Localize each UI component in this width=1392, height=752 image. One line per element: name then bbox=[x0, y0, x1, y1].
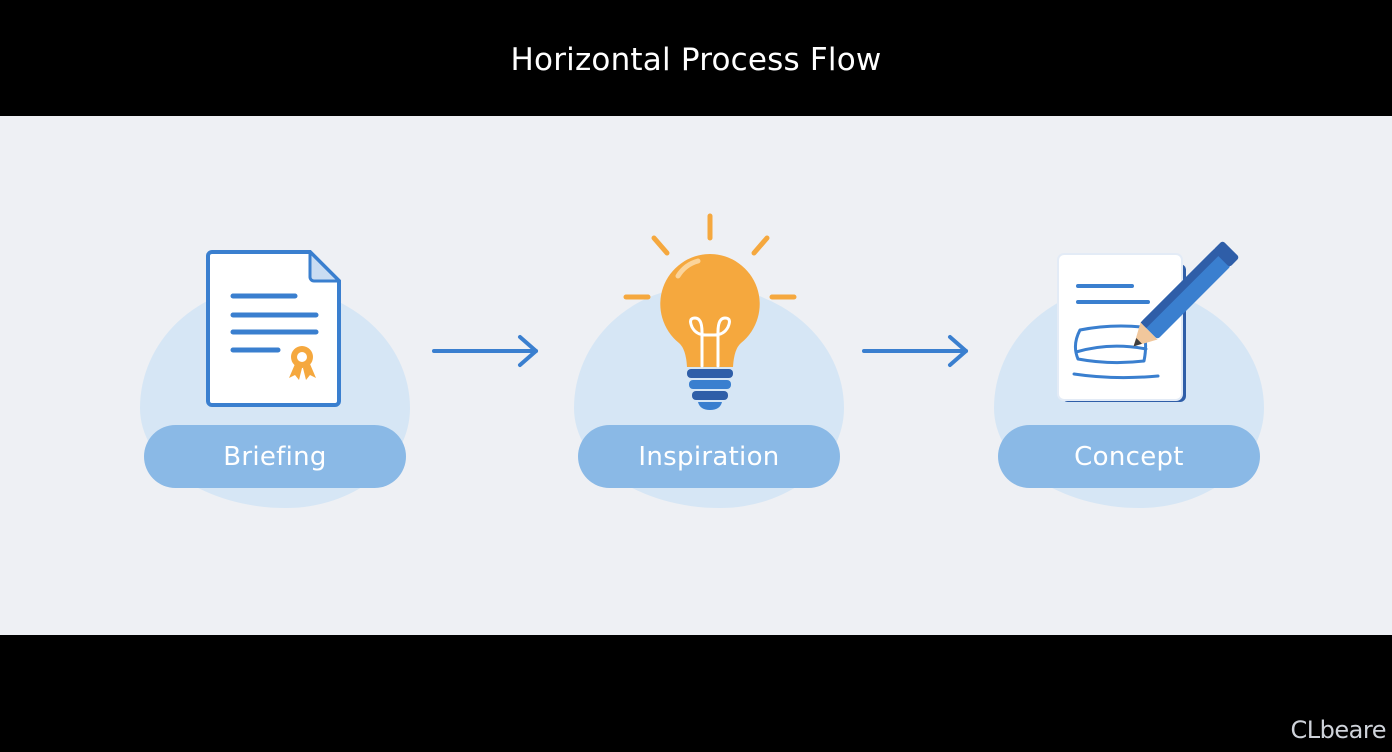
arrow-right-icon bbox=[428, 326, 548, 376]
title-bar: Horizontal Process Flow bbox=[0, 0, 1392, 116]
document-badge-icon bbox=[140, 116, 410, 416]
step-inspiration: Inspiration bbox=[574, 116, 844, 635]
page-title: Horizontal Process Flow bbox=[510, 42, 882, 78]
step-label-pill: Briefing bbox=[144, 425, 406, 488]
step-label: Concept bbox=[1074, 441, 1184, 472]
arrow-right-icon bbox=[858, 326, 978, 376]
watermark: CLbeare bbox=[1290, 716, 1387, 744]
step-label-pill: Concept bbox=[998, 425, 1260, 488]
step-label: Briefing bbox=[223, 441, 327, 472]
lightbulb-icon bbox=[574, 116, 844, 416]
step-label-pill: Inspiration bbox=[578, 425, 840, 488]
sketch-pencil-icon bbox=[994, 116, 1264, 416]
process-flow: Briefing bbox=[0, 116, 1392, 635]
step-label: Inspiration bbox=[638, 441, 780, 472]
step-concept: Concept bbox=[994, 116, 1264, 635]
bottom-bar: CLbeare bbox=[0, 635, 1392, 752]
step-briefing: Briefing bbox=[140, 116, 410, 635]
